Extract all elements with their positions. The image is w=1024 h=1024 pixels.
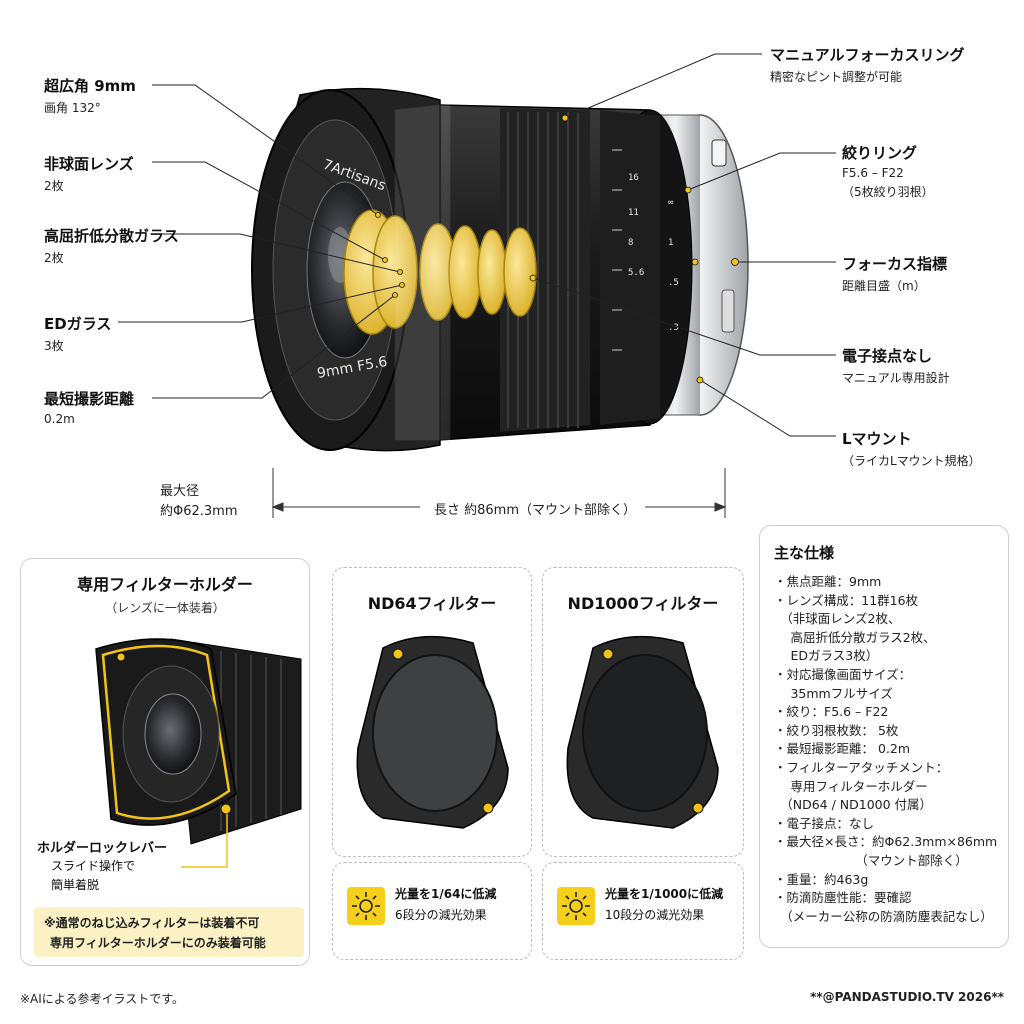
filter-holder-card: 専用フィルターホルダー （レンズに一体装着） ホルダーロックレバー スライド操作… xyxy=(20,558,310,966)
label-focus-index-sub: 距離目盛（m） xyxy=(842,279,926,293)
spec-line: ・最短撮影距離： 0.2m xyxy=(774,741,911,757)
label-no-contacts: 電子接点なし マニュアル専用設計 xyxy=(842,345,950,386)
lever-title: ホルダーロックレバー xyxy=(37,841,168,856)
spec-line: （非球面レンズ2枚、 xyxy=(774,611,901,627)
spec-line: ・最大径×長さ：約Φ62.3mm×86mm xyxy=(774,834,998,850)
spec-card: 主な仕様 ・焦点距離：9mm ・レンズ構成：11群16枚 （非球面レンズ2枚、 高… xyxy=(759,525,1009,948)
label-focus-ring-sub: 精密なピント調整が可能 xyxy=(770,70,903,84)
svg-text:5.6: 5.6 xyxy=(628,268,644,278)
label-l-mount-sub: （ライカLマウント規格） xyxy=(842,454,981,468)
label-aperture-ring-sub2: （5枚絞り羽根） xyxy=(842,185,934,199)
label-high-refraction-title: 高屈折低分散ガラス xyxy=(44,227,179,245)
holder-note-line2: 専用フィルターホルダーにのみ装着可能 xyxy=(50,936,266,950)
optical-elements xyxy=(343,103,537,441)
nd64-title: ND64フィルター xyxy=(367,594,497,613)
label-high-refraction-sub: 2枚 xyxy=(44,251,64,265)
label-ed-glass-sub: 3枚 xyxy=(44,339,64,353)
spec-line: ・対応撮像画面サイズ： xyxy=(774,666,912,682)
label-focus-index-title: フォーカス指標 xyxy=(842,255,948,273)
left-leader-lines xyxy=(118,84,403,399)
label-no-contacts-title: 電子接点なし xyxy=(842,347,933,365)
nd1000-effect-title: 光量を1/1000に低減 xyxy=(605,887,724,901)
label-aperture-ring-title: 絞りリング xyxy=(842,144,918,162)
spec-line: ・絞り：F5.6 – F22 xyxy=(774,704,889,720)
spec-line: （マウント部除く） xyxy=(774,852,968,868)
svg-text:.3: .3 xyxy=(668,323,679,333)
nd64-effect-card: 光量を1/64に低減 6段分の減光効果 xyxy=(332,862,532,960)
holder-illustration xyxy=(95,638,302,868)
right-leader-lines xyxy=(532,53,836,437)
label-ultra-wide-title: 超広角 9mm xyxy=(44,77,136,95)
label-ultra-wide: 超広角 9mm 画角 132° xyxy=(44,75,136,116)
svg-text:∞: ∞ xyxy=(668,198,674,208)
holder-note: ※通常のねじ込みフィルターは装着不可 専用フィルターホルダーにのみ装着可能 xyxy=(34,907,304,957)
spec-line: ・重量：約463g xyxy=(774,871,869,887)
label-ed-glass: EDガラス 3枚 xyxy=(44,313,111,354)
svg-text:8: 8 xyxy=(628,238,633,248)
spec-line: ・レンズ構成：11群16枚 xyxy=(774,592,919,608)
spec-line: ・電子接点：なし xyxy=(774,815,875,831)
holder-title: 専用フィルターホルダー xyxy=(77,575,253,594)
label-l-mount-title: Lマウント xyxy=(842,430,912,448)
diameter-title: 最大径 xyxy=(160,484,200,499)
label-min-distance-sub: 0.2m xyxy=(44,412,75,426)
label-l-mount: Lマウント （ライカLマウント規格） xyxy=(842,428,981,469)
spec-line: ・焦点距離：9mm xyxy=(774,574,882,589)
label-focus-ring: マニュアルフォーカスリング 精密なピント調整が可能 xyxy=(770,44,965,85)
nd64-filter-illustration xyxy=(356,635,509,829)
nd1000-card: ND1000フィルター xyxy=(542,567,744,857)
aperture-ring: 16 11 8 5.6 ∞ 1 .5 .3 xyxy=(600,110,679,425)
lever-sub1: スライド操作で xyxy=(51,859,136,873)
footer-disclaimer: ※AIによる参考イラストです。 xyxy=(20,992,185,1006)
length-value: 長さ 約86mm（マウント部除く） xyxy=(434,503,637,518)
spec-line: ・防滴防塵性能：要確認 xyxy=(774,890,912,906)
spec-line: 35mmフルサイズ xyxy=(774,685,893,701)
nd1000-title: ND1000フィルター xyxy=(567,594,719,613)
label-aspherical-title: 非球面レンズ xyxy=(44,155,134,173)
label-high-refraction: 高屈折低分散ガラス 2枚 xyxy=(44,225,179,266)
svg-text:16: 16 xyxy=(628,173,639,183)
diameter-value: 約Φ62.3mm xyxy=(160,504,238,519)
spec-line: EDガラス3枚） xyxy=(774,648,879,664)
nd1000-effect-sub: 10段分の減光効果 xyxy=(605,908,705,922)
spec-line: ・フィルターアタッチメント： xyxy=(774,759,949,775)
label-ed-glass-title: EDガラス xyxy=(44,315,112,333)
spec-line: （ND64 / ND1000 付属） xyxy=(774,797,933,813)
holder-note-line1: ※通常のねじ込みフィルターは装着不可 xyxy=(44,916,260,930)
label-aperture-ring: 絞りリング F5.6 – F22 （5枚絞り羽根） xyxy=(842,142,934,200)
svg-text:11: 11 xyxy=(628,208,639,218)
length-dimension-line xyxy=(271,468,727,518)
spec-line: 高屈折低分散ガラス2枚、 xyxy=(774,629,936,645)
nd64-card: ND64フィルター xyxy=(332,567,532,857)
label-aspherical-sub: 2枚 xyxy=(44,179,64,193)
label-min-distance-title: 最短撮影距離 xyxy=(44,390,135,408)
label-focus-index: フォーカス指標 距離目盛（m） xyxy=(842,253,947,294)
label-min-distance: 最短撮影距離 0.2m xyxy=(44,388,134,426)
nd1000-filter-illustration xyxy=(566,635,719,829)
label-no-contacts-sub: マニュアル専用設計 xyxy=(842,371,950,385)
nd1000-effect-card: 光量を1/1000に低減 10段分の減光効果 xyxy=(542,862,744,960)
nd64-effect-title: 光量を1/64に低減 xyxy=(395,887,497,901)
nd64-sun-icon xyxy=(347,887,385,925)
label-aperture-ring-sub: F5.6 – F22 xyxy=(842,166,904,180)
nd1000-sun-icon xyxy=(557,887,595,925)
label-ultra-wide-sub: 画角 132° xyxy=(44,101,101,115)
spec-line: ・絞り羽根枚数： 5枚 xyxy=(774,722,899,738)
lever-sub2: 簡単着脱 xyxy=(51,878,100,892)
label-focus-ring-title: マニュアルフォーカスリング xyxy=(770,46,965,64)
spec-line: （メーカー公称の防滴防塵表記なし） xyxy=(774,908,993,924)
nd64-effect-sub: 6段分の減光効果 xyxy=(395,908,487,922)
spec-title: 主な仕様 xyxy=(774,544,835,562)
holder-sub: （レンズに一体装着） xyxy=(105,601,225,615)
spec-list: ・焦点距離：9mm ・レンズ構成：11群16枚 （非球面レンズ2枚、 高屈折低分散… xyxy=(774,573,998,926)
label-aspherical: 非球面レンズ 2枚 xyxy=(44,153,134,194)
footer-credit: **@PANDASTUDIO.TV 2026** xyxy=(810,990,1004,1004)
svg-text:.5: .5 xyxy=(668,278,679,288)
svg-text:1: 1 xyxy=(668,238,673,248)
spec-line: 専用フィルターホルダー xyxy=(774,778,928,794)
